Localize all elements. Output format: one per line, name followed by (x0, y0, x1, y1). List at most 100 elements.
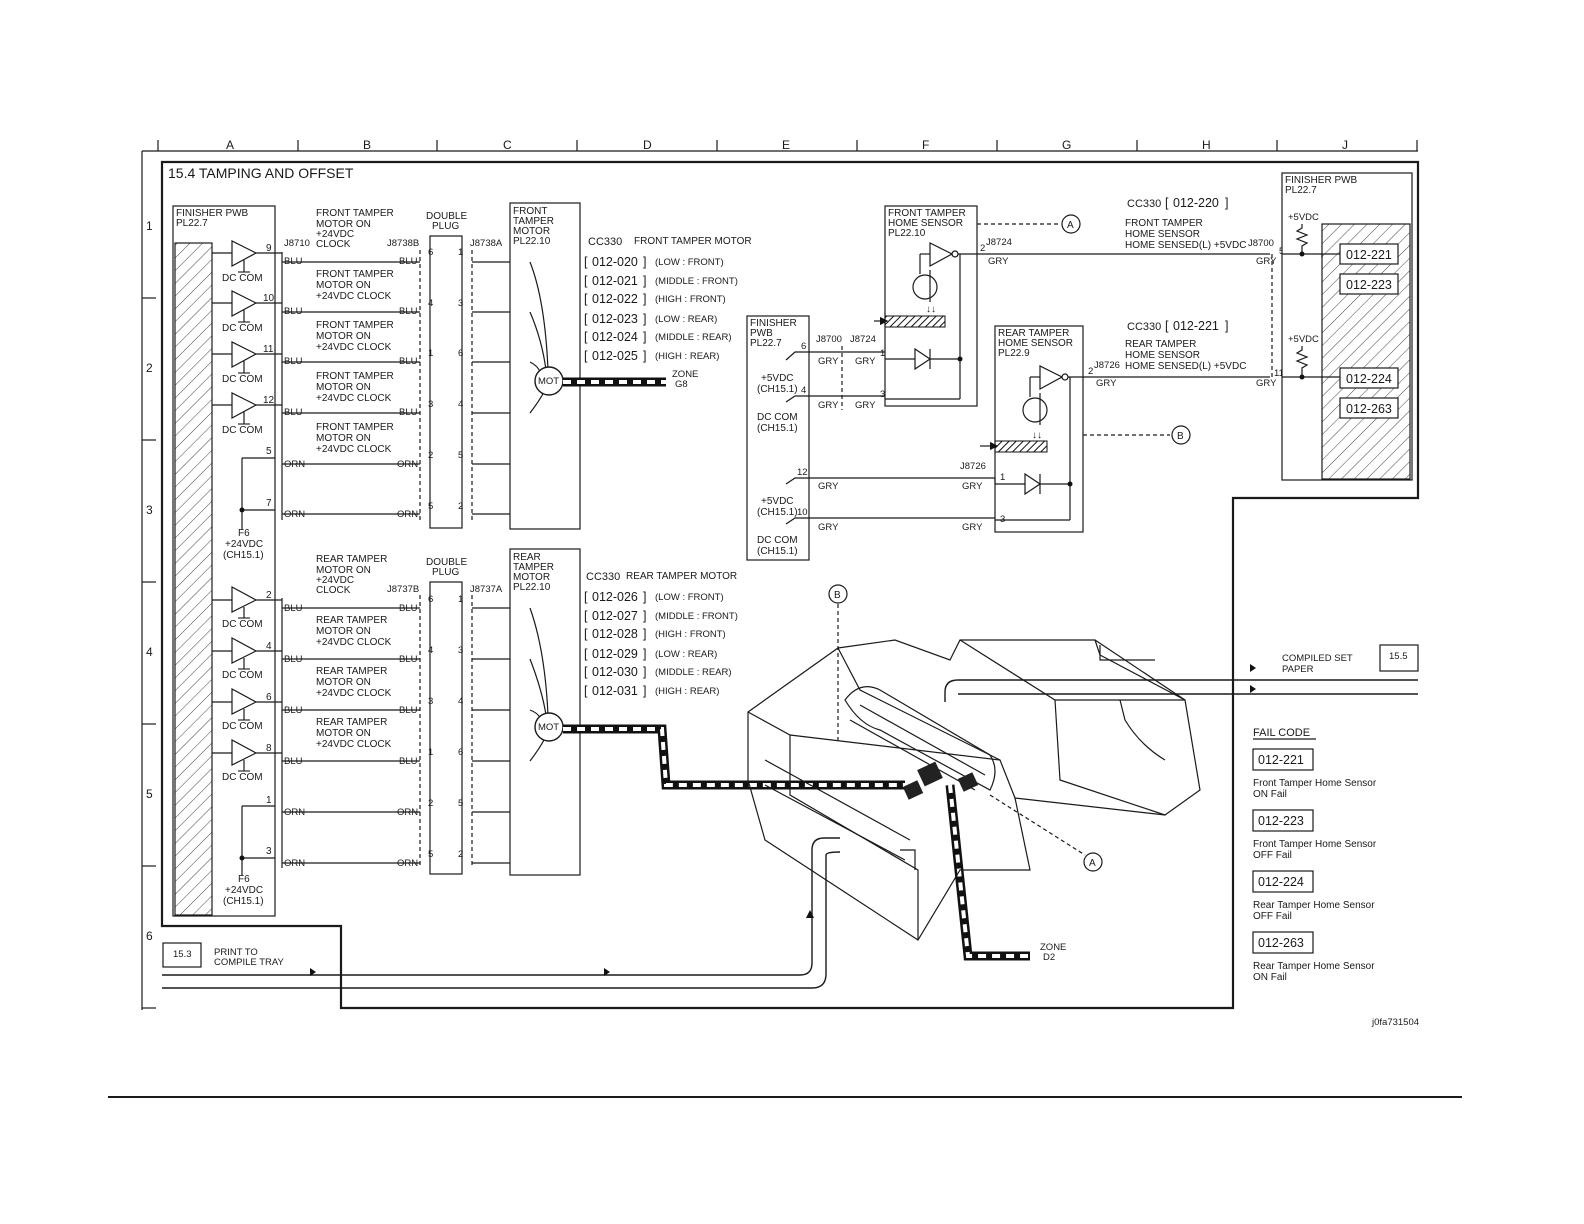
pin-label: 5 (266, 446, 272, 457)
front-wires: BLU BLU BLU BLU BLU BLU BLU BLU ORN ORN … (281, 235, 530, 529)
fault-code: 012-026 (592, 590, 638, 604)
fail-code-value: 012-224 (1258, 875, 1304, 889)
connector-label: J8724 (850, 334, 876, 345)
fault-desc: (LOW : FRONT) (655, 257, 724, 268)
wire-color-label: ORN (397, 509, 418, 520)
ref-a-bottom: A (989, 794, 1103, 872)
signal-label: +24VDC CLOCK (316, 739, 392, 750)
connector-label: J8726 (1094, 360, 1120, 371)
signal-label: FRONT TAMPER (316, 422, 394, 433)
double-plug-label: DOUBLE (426, 557, 467, 568)
signal-label: MOTOR ON (316, 280, 371, 291)
pwb-label: PWB (750, 328, 773, 339)
fail-code-desc: ON Fail (1253, 789, 1287, 800)
code-bracket: [ (584, 665, 588, 679)
ref-a-top: A (977, 214, 1081, 234)
code-bracket: [ (584, 647, 588, 661)
fail-code-heading: FAIL CODE (1253, 727, 1310, 739)
fault-code: 012-221 (1346, 248, 1392, 262)
mid-wires: GRY GRY GRY GRY GRY GRY GRY GRY (815, 346, 995, 533)
dc-com-label: DC COM (222, 273, 263, 284)
wire-color-label: GRY (818, 356, 839, 367)
zone-label: ZONE (672, 369, 698, 380)
plug-pin: 4 (428, 298, 433, 309)
wire-color-label: BLU (284, 356, 303, 367)
plug-pin: 1 (458, 247, 463, 258)
ref-box-label: 15.5 (1389, 651, 1408, 662)
fault-code: 012-023 (592, 312, 638, 326)
pin-label: 3 (880, 389, 885, 400)
signal-label: CLOCK (316, 585, 351, 596)
channel-label: (CH15.1) (757, 384, 798, 395)
col-label-j: J (1342, 138, 1348, 152)
rear-buffers: DC COM DC COM DC COM DC COM (212, 585, 282, 783)
right-cc-rear: CC330 [ 012-221 ] REAR TAMPER HOME SENSO… (1094, 254, 1284, 389)
col-label-f: F (922, 138, 929, 152)
code-bracket: [ (584, 330, 588, 344)
code-bracket: ] (643, 647, 646, 661)
signal-label: MOTOR ON (316, 219, 371, 230)
double-plug-label: DOUBLE (426, 211, 467, 222)
compiled-set-paper: COMPILED SET PAPER 15.5 (944, 644, 1419, 702)
fault-code: 012-028 (592, 627, 638, 641)
motor-label: MOTOR (513, 572, 550, 583)
wire-color-label: BLU (284, 306, 303, 317)
plug-pin: 3 (428, 696, 433, 707)
col-label-c: C (503, 138, 512, 152)
signal-label: HOME SENSOR (1125, 229, 1200, 240)
fault-code: 012-220 (1173, 196, 1219, 210)
wire-color-label: BLU (284, 654, 303, 665)
dc-com-label: DC COM (222, 425, 263, 436)
signal-label: +24VDC CLOCK (316, 637, 392, 648)
fault-desc: (HIGH : FRONT) (655, 294, 726, 305)
dc-com-label: DC COM (222, 323, 263, 334)
code-bracket: ] (643, 665, 646, 679)
rear-cc-block: CC330 REAR TAMPER MOTOR [ 012-026 ] (LOW… (584, 571, 738, 698)
page-title: 15.4 TAMPING AND OFFSET (168, 165, 354, 181)
wire-color-label: ORN (397, 858, 418, 869)
voltage-label: +5VDC (1288, 212, 1319, 223)
front-buffers: DC COM DC COM DC COM DC COM (212, 240, 282, 436)
wire-color-label: ORN (397, 459, 418, 470)
fault-desc: (HIGH : REAR) (655, 686, 719, 697)
zone-label: D2 (1043, 952, 1055, 963)
wire-color-label: GRY (962, 522, 983, 533)
plug-pin: 5 (428, 849, 433, 860)
code-bracket: ] (643, 627, 646, 641)
plug-pin: 3 (458, 298, 463, 309)
fail-code-desc: ON Fail (1253, 972, 1287, 983)
signal-label: MOTOR ON (316, 382, 371, 393)
grid-frame: A B C D E F G H J 1 2 3 4 5 6 (141, 138, 1418, 1010)
pwb-label: FINISHER PWB (1285, 175, 1358, 186)
signal-label: REAR TAMPER (316, 717, 387, 728)
motor-label: TAMPER (513, 562, 554, 573)
fault-desc: (MIDDLE : REAR) (655, 332, 732, 343)
plug-pin: 4 (458, 696, 463, 707)
pin-label: 11 (263, 344, 274, 355)
channel-label: (CH15.1) (223, 896, 264, 907)
plug-pin: 1 (428, 747, 433, 758)
wire-color-label: BLU (284, 407, 303, 418)
plug-pin: 5 (428, 501, 433, 512)
pin-label: 2 (1088, 366, 1093, 377)
code-bracket: [ (1165, 319, 1169, 333)
motor-label: FRONT (513, 206, 547, 217)
signal-label: FRONT TAMPER (316, 320, 394, 331)
fail-code-desc: Rear Tamper Home Sensor (1253, 900, 1375, 911)
fault-desc: (MIDDLE : REAR) (655, 667, 732, 678)
wire-color-label: BLU (399, 756, 418, 767)
code-bracket: [ (584, 292, 588, 306)
ref-b-label: B (1177, 431, 1184, 442)
connector-label: J8738B (387, 238, 419, 249)
sensor-label: PL22.9 (998, 348, 1030, 359)
wire-color-label: BLU (399, 654, 418, 665)
fail-code-value: 012-221 (1258, 753, 1304, 767)
wire-color-label: BLU (284, 603, 303, 614)
col-label-h: H (1202, 138, 1211, 152)
signal-label: MOTOR ON (316, 626, 371, 637)
plug-pin: 2 (428, 450, 433, 461)
code-bracket: [ (584, 590, 588, 604)
pin-label: 1 (266, 795, 272, 806)
connector-label: J8737A (470, 584, 503, 595)
